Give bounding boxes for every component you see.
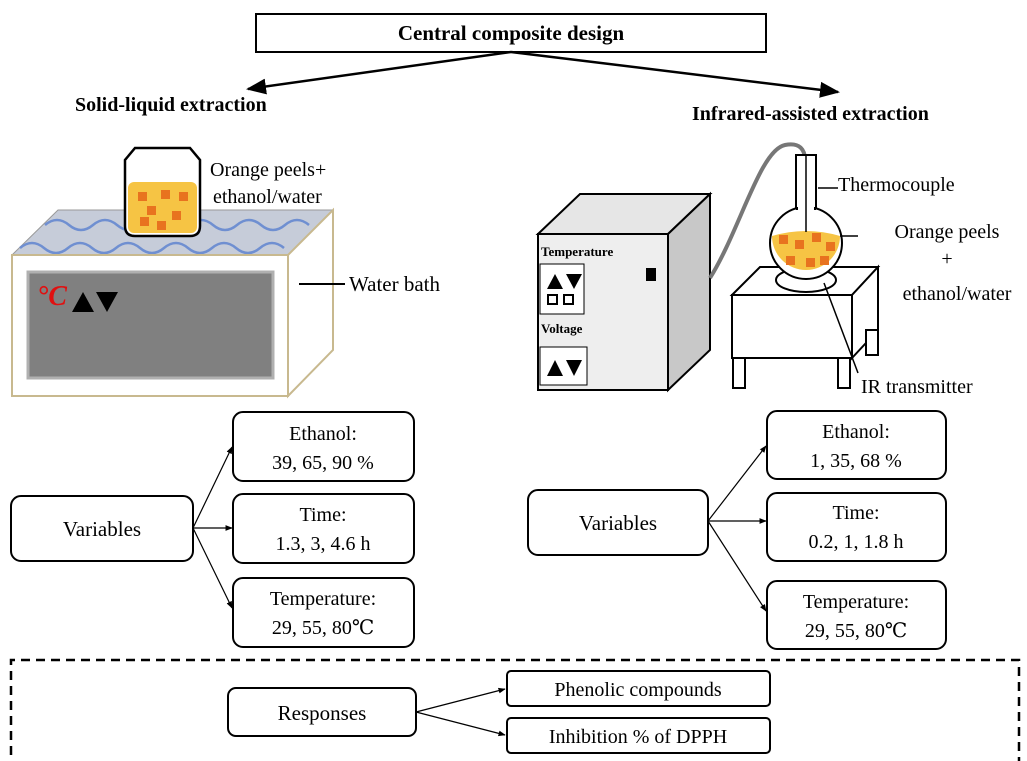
right-sample-label-line1: Orange peels	[895, 221, 1000, 243]
controller-unit: Temperature Voltage	[535, 191, 713, 393]
panel-up-icon	[547, 274, 563, 289]
responses-arrow-dpph	[415, 711, 506, 737]
right-heading: Infrared-assisted extraction	[692, 103, 929, 125]
panel-voltage-label: Voltage	[541, 321, 583, 336]
water-bath: °C	[10, 207, 335, 399]
responses-box: Responses	[227, 687, 417, 737]
panel-down-icon	[566, 274, 582, 289]
up-arrow-icon	[72, 292, 94, 312]
degree-celsius-label: °C	[37, 281, 67, 312]
responses-dashed-region	[9, 658, 1021, 761]
right-temperature-name: Temperature:	[803, 591, 909, 613]
responses-arrow-phenolic	[415, 687, 506, 713]
right-ethanol-levels: 1, 35, 68 %	[810, 450, 902, 472]
sample-vial	[123, 146, 202, 238]
ir-stand	[729, 264, 881, 389]
title-box: Central composite design	[255, 13, 767, 53]
left-heading: Solid-liquid extraction	[75, 94, 267, 116]
responses-label: Responses	[278, 701, 367, 725]
right-arrow-temperature	[707, 520, 767, 612]
left-var-temperature: Temperature: 29, 55, 80℃	[232, 577, 415, 648]
left-arrow-temperature	[192, 527, 233, 609]
left-time-name: Time:	[299, 504, 346, 526]
right-arrow-ethanol	[707, 445, 767, 522]
right-sample-label-line3: ethanol/water	[903, 283, 1012, 305]
left-variables-label: Variables	[63, 517, 141, 541]
left-ethanol-levels: 39, 65, 90 %	[272, 452, 374, 474]
down-arrow-icon	[96, 292, 118, 312]
right-var-time: Time: 0.2, 1, 1.8 h	[766, 492, 947, 562]
left-temperature-name: Temperature:	[270, 588, 376, 610]
right-var-ethanol: Ethanol: 1, 35, 68 %	[766, 410, 947, 480]
right-temperature-levels: 29, 55, 80℃	[805, 620, 907, 642]
bath-display	[26, 270, 275, 380]
title-text: Central composite design	[398, 21, 625, 45]
flask	[769, 154, 843, 280]
title-arrow-left	[246, 50, 512, 95]
response-dpph-label: Inhibition % of DPPH	[549, 726, 727, 748]
right-var-temperature: Temperature: 29, 55, 80℃	[766, 580, 947, 650]
thermocouple-label: Thermocouple	[838, 174, 955, 196]
left-sample-label-line1: Orange peels+	[210, 159, 326, 181]
ir-leader	[823, 282, 859, 374]
right-ethanol-name: Ethanol:	[822, 421, 890, 443]
left-var-time: Time: 1.3, 3, 4.6 h	[232, 493, 415, 564]
left-variables-box: Variables	[10, 495, 194, 562]
left-arrow-ethanol	[192, 446, 233, 529]
right-variables-label: Variables	[579, 511, 657, 535]
right-variables-box: Variables	[527, 489, 709, 556]
panel-temperature-label: Temperature	[541, 244, 613, 259]
left-temperature-levels: 29, 55, 80℃	[272, 617, 374, 639]
bath-label: Water bath	[349, 272, 441, 296]
right-time-levels: 0.2, 1, 1.8 h	[809, 531, 904, 553]
left-time-levels: 1.3, 3, 4.6 h	[276, 533, 371, 555]
cable	[708, 142, 807, 280]
left-var-ethanol: Ethanol: 39, 65, 90 %	[232, 411, 415, 482]
right-sample-label-line2: +	[941, 248, 952, 270]
ir-label: IR transmitter	[861, 376, 973, 398]
response-phenolic: Phenolic compounds	[506, 670, 771, 707]
response-dpph: Inhibition % of DPPH	[506, 717, 771, 754]
response-phenolic-label: Phenolic compounds	[554, 679, 721, 701]
right-time-name: Time:	[832, 502, 879, 524]
voltage-down-icon	[566, 360, 582, 376]
left-sample-label-line2: ethanol/water	[213, 186, 322, 208]
voltage-up-icon	[547, 360, 563, 376]
left-ethanol-name: Ethanol:	[289, 423, 357, 445]
title-arrow-right	[510, 50, 840, 98]
